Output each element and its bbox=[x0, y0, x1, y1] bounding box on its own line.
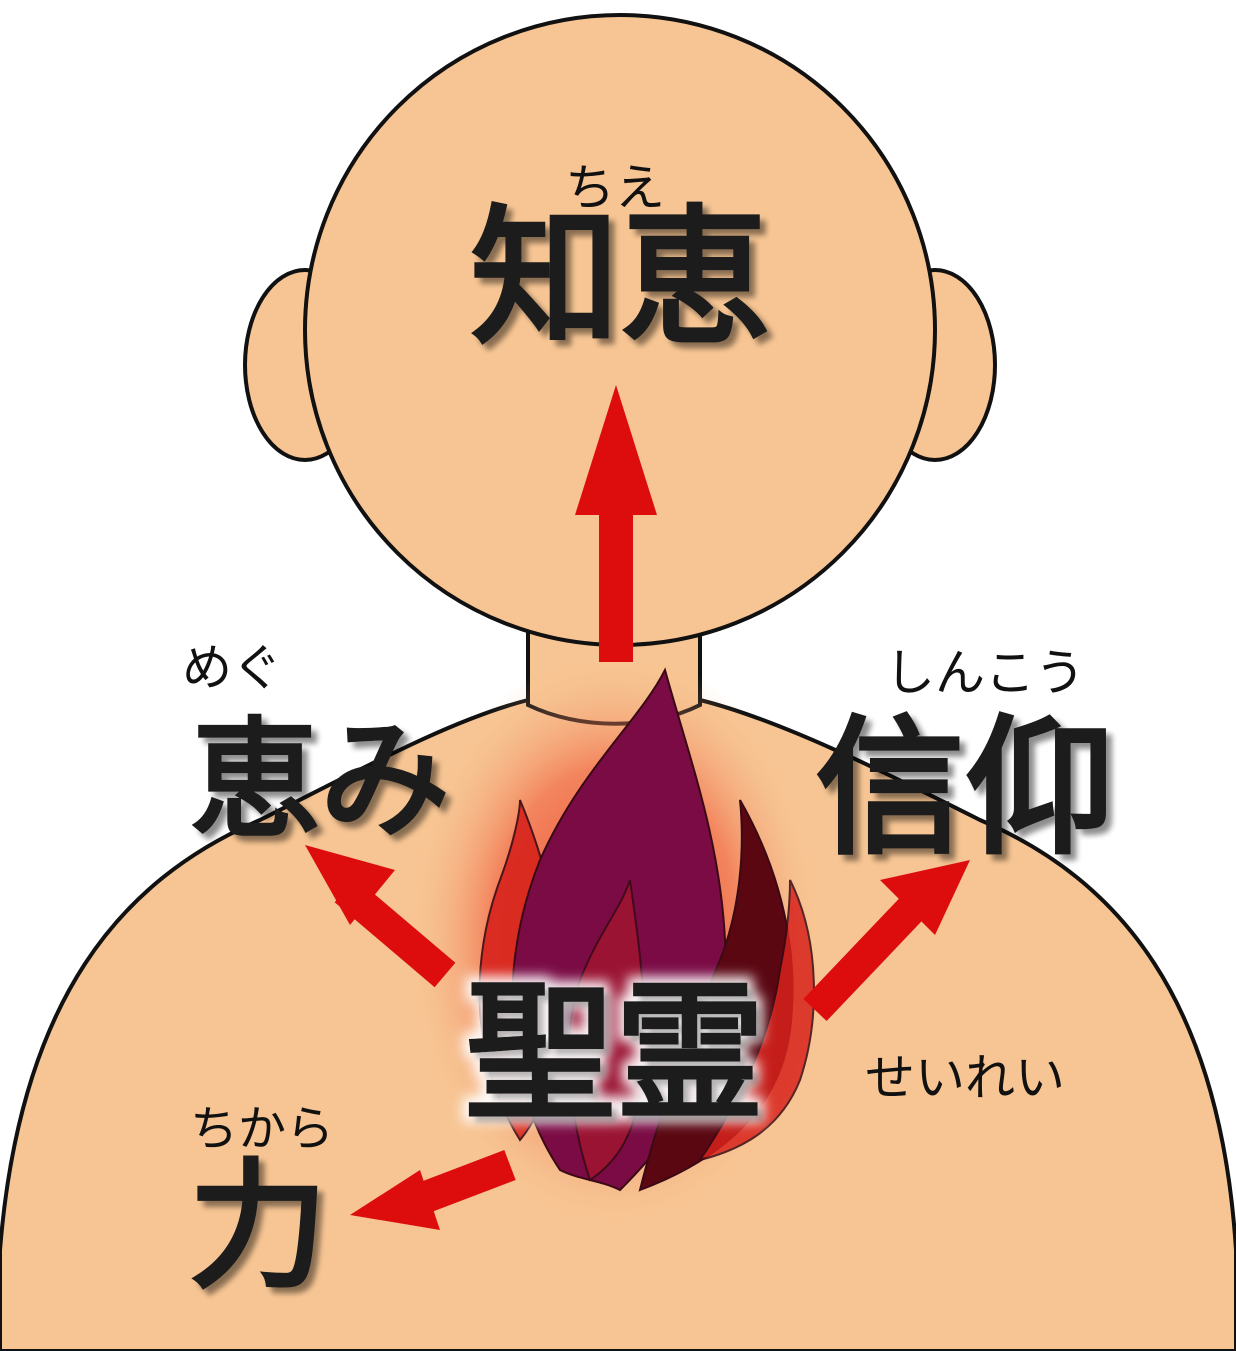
faith-label: 信仰 bbox=[815, 702, 1115, 876]
arrow-to-power bbox=[350, 1150, 516, 1230]
arrow-to-faith bbox=[803, 860, 970, 1022]
grace-furigana: めぐ bbox=[182, 639, 282, 697]
flame-icon bbox=[478, 667, 815, 1192]
arrow-to-grace bbox=[305, 845, 456, 988]
power-furigana: ちから bbox=[190, 1101, 334, 1157]
wisdom-label: 知恵 bbox=[470, 192, 770, 366]
holy-spirit-furigana: せいれい bbox=[865, 1049, 1065, 1107]
power-label: 力 bbox=[188, 1146, 328, 1309]
faith-furigana: しんこう bbox=[885, 644, 1085, 702]
holy-spirit-label: 聖霊 bbox=[465, 967, 765, 1141]
wisdom-furigana: ちえ bbox=[565, 159, 665, 217]
grace-label: 恵み bbox=[190, 704, 450, 856]
arrow-to-wisdom bbox=[575, 385, 657, 662]
